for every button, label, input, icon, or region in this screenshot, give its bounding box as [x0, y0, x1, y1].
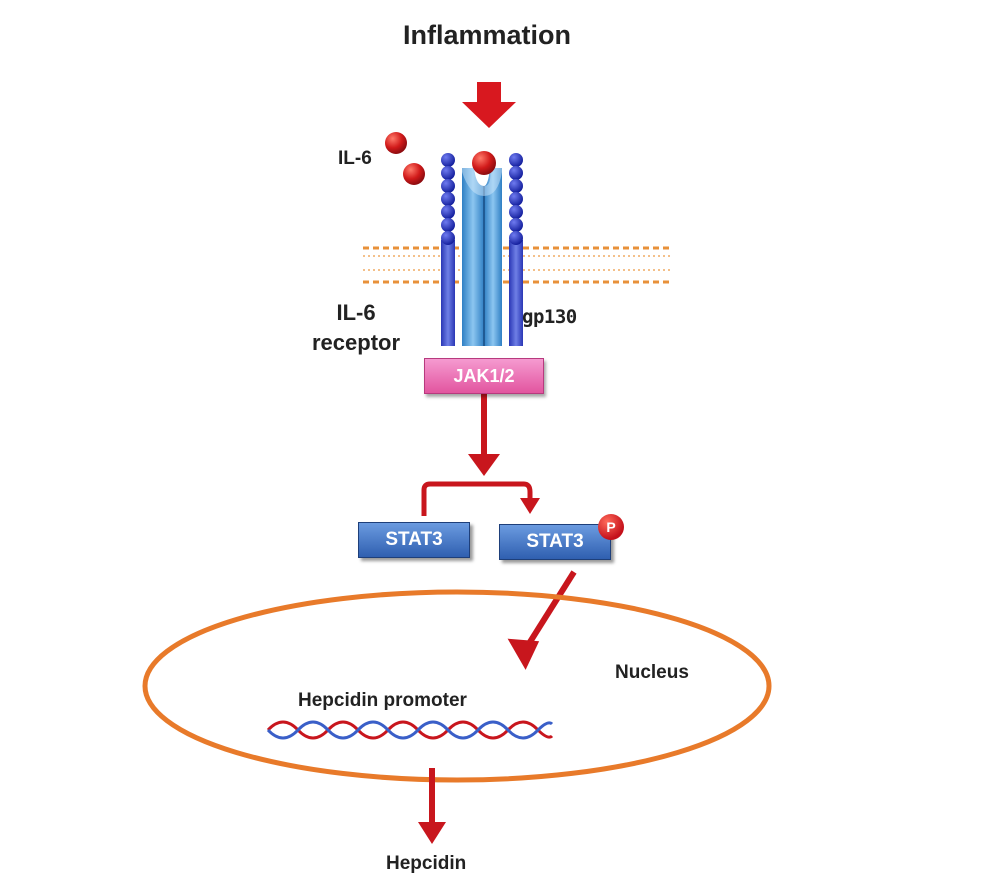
stat3-box: STAT3 — [358, 522, 470, 558]
gp130-left — [441, 240, 455, 346]
jak-box: JAK1/2 — [424, 358, 544, 394]
gp130-label: gp130 — [522, 306, 577, 328]
phosphorylation-arrow — [421, 481, 540, 516]
receptor-label-line2: receptor — [312, 330, 401, 355]
hepcidin-output-arrow — [418, 768, 446, 844]
gp130-right — [509, 240, 523, 346]
il6-ligand — [385, 132, 496, 185]
stat-to-nucleus-arrow — [507, 570, 577, 670]
receptor-label: IL-6 receptor — [312, 298, 400, 358]
inflammation-arrow — [462, 82, 516, 128]
il6-label: IL-6 — [338, 148, 372, 169]
diagram-title: Inflammation — [403, 20, 572, 50]
receptor-label-line1: IL-6 — [336, 300, 376, 325]
stat3-phosphorylated-box: STAT3 — [499, 524, 611, 560]
gp130-bead-domains — [441, 153, 523, 245]
nucleus-label: Nucleus — [615, 662, 689, 683]
il6-receptor — [462, 168, 502, 346]
hepcidin-label: Hepcidin — [386, 853, 467, 874]
dna-helix — [266, 720, 554, 740]
phospho-badge: P — [598, 514, 624, 540]
nucleus-outline — [142, 589, 772, 783]
promoter-label: Hepcidin promoter — [298, 690, 467, 711]
jak-to-stat-arrow — [468, 393, 500, 476]
